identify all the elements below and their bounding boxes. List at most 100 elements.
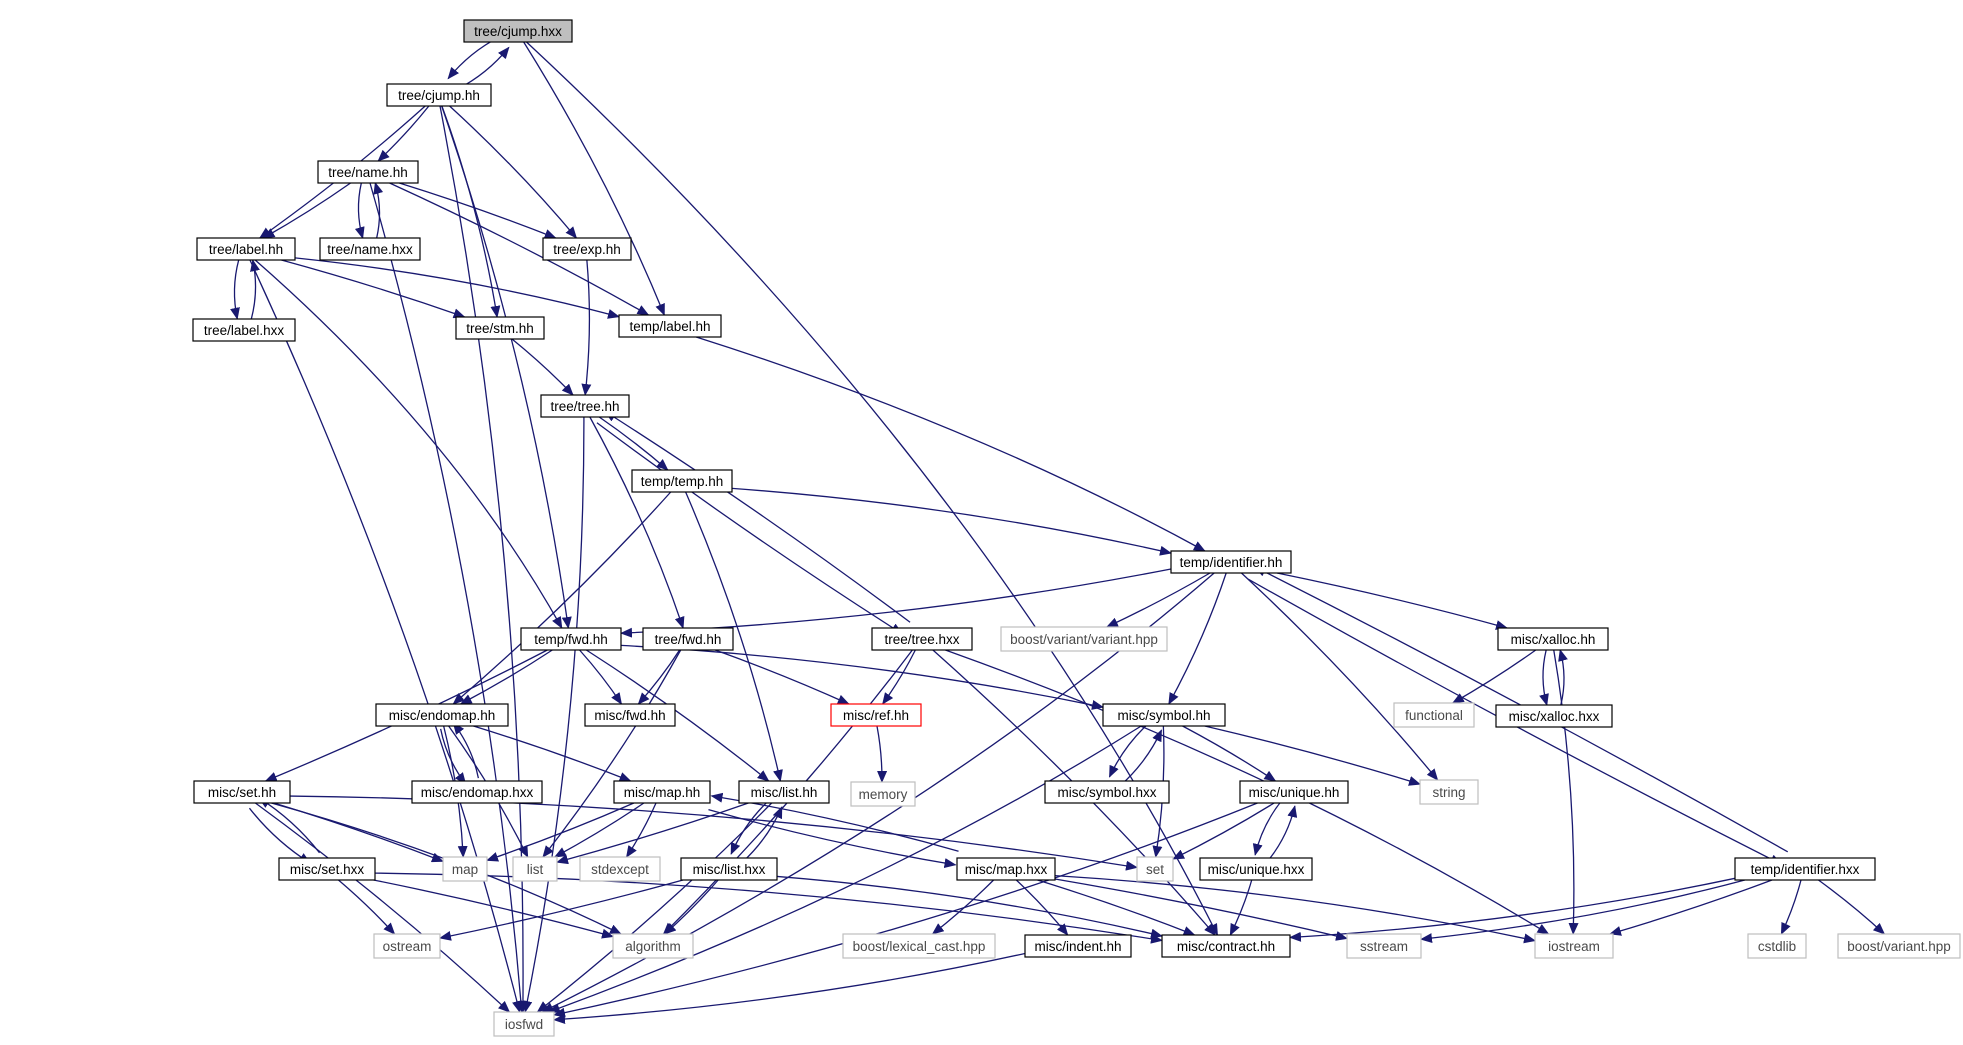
node-misc-contract-hh[interactable]: misc/contract.hh <box>1161 934 1291 958</box>
node-functional: functional <box>1393 702 1475 728</box>
node-misc-ref-hh[interactable]: misc/ref.hh <box>830 703 922 727</box>
edge-n_xalloc_hh-to-n_iostream <box>1553 649 1579 935</box>
node-label: temp/identifier.hh <box>1180 555 1283 570</box>
node-label: map <box>452 862 478 877</box>
edge-n_unique_hh-to-n_set <box>1172 802 1275 860</box>
node-temp-label-hh[interactable]: temp/label.hh <box>618 314 722 338</box>
node-box <box>192 318 296 342</box>
node-misc-xalloc-hh[interactable]: misc/xalloc.hh <box>1497 627 1609 651</box>
node-tree-name-hxx[interactable]: tree/name.hxx <box>319 237 421 261</box>
node-label: iosfwd <box>505 1017 543 1032</box>
dependency-edge <box>511 338 574 396</box>
node-misc-endomap-hxx[interactable]: misc/endomap.hxx <box>411 780 543 804</box>
edge-n_temp_hh-to-n_ident_hh <box>731 487 1172 556</box>
edge-n_cjump_hh-to-n_tfwd_hh <box>441 105 572 629</box>
node-label: misc/unique.hxx <box>1208 862 1305 877</box>
dependency-edge <box>1780 879 1802 935</box>
edge-n_label_hh-to-n_tlabel_hh <box>294 257 620 319</box>
node-box <box>842 933 996 959</box>
node-label: misc/symbol.hxx <box>1057 785 1156 800</box>
node-misc-symbol-hxx[interactable]: misc/symbol.hxx <box>1044 780 1170 804</box>
dependency-edge <box>338 879 396 935</box>
node-misc-map-hxx[interactable]: misc/map.hxx <box>956 857 1056 881</box>
dependency-edge <box>1252 799 1283 856</box>
edge-n_symbol_hh-to-n_string <box>1204 725 1421 786</box>
edge-n_list_hxx-to-n_ostream <box>439 879 684 941</box>
node-label: misc/set.hxx <box>290 862 365 877</box>
node-tree-label-hxx[interactable]: tree/label.hxx <box>192 318 296 342</box>
node-box <box>317 160 419 184</box>
node-misc-indent-hh[interactable]: misc/indent.hh <box>1024 934 1132 958</box>
edge-layer <box>230 35 1886 1025</box>
edge-n_ident_hxx-to-n_sstream <box>1420 879 1746 944</box>
node-temp-temp-hh[interactable]: temp/temp.hh <box>631 469 733 493</box>
node-label: iostream <box>1548 939 1600 954</box>
node-box <box>738 780 830 804</box>
node-tree-fwd-hh[interactable]: tree/fwd.hh <box>642 627 734 651</box>
node-box <box>463 19 573 43</box>
node-tree-name-hh[interactable]: tree/name.hh <box>317 160 419 184</box>
node-misc-xalloc-hxx[interactable]: misc/xalloc.hxx <box>1495 704 1613 728</box>
node-box <box>196 237 296 261</box>
node-label: misc/endomap.hh <box>389 708 496 723</box>
node-tree-tree-hh[interactable]: tree/tree.hh <box>540 394 630 418</box>
node-label: boost/variant/variant.hpp <box>1010 632 1158 647</box>
edge-n_endomap_hxx-to-n_endomap_hh <box>452 722 480 779</box>
node-map: map <box>442 856 488 882</box>
node-box <box>411 780 543 804</box>
node-misc-map-hh[interactable]: misc/map.hh <box>613 780 711 804</box>
dependency-edge <box>585 649 770 782</box>
node-misc-set-hh[interactable]: misc/set.hh <box>193 780 291 804</box>
edge-n_cjump_hxx-to-n_tlabel_hh <box>523 41 665 316</box>
edge-n_set_hh-to-n_iosfwd <box>254 802 511 1013</box>
edge-n_treefwd_hh-to-n_list <box>542 649 682 858</box>
edge-n_ident_hh-to-n_boostvar <box>1106 572 1211 628</box>
node-ostream: ostream <box>373 933 441 959</box>
dependency-edge <box>447 35 501 80</box>
node-misc-fwd-hh[interactable]: misc/fwd.hh <box>584 703 676 727</box>
node-misc-unique-hh[interactable]: misc/unique.hh <box>1239 780 1349 804</box>
node-tree-exp-hh[interactable]: tree/exp.hh <box>542 237 632 261</box>
node-box <box>319 237 421 261</box>
node-label: misc/endomap.hxx <box>421 785 534 800</box>
node-tree-tree-hxx[interactable]: tree/tree.hxx <box>871 627 973 651</box>
node-misc-set-hxx[interactable]: misc/set.hxx <box>278 857 376 881</box>
node-tree-cjump-hh[interactable]: tree/cjump.hh <box>386 83 492 107</box>
node-boost-variant-hpp: boost/variant.hpp <box>1837 933 1961 959</box>
edge-n_name_hh-to-n_iosfwd <box>369 182 526 1013</box>
dependency-edge <box>459 649 553 705</box>
edge-n_map_hxx-to-n_lexcast <box>931 879 995 935</box>
edge-n_name_hh-to-n_exp_hh <box>399 182 557 239</box>
node-box <box>1044 780 1170 804</box>
dependency-edge <box>1106 572 1211 628</box>
node-layer: tree/cjump.hxx tree/cjump.hh tree/name.hh t… <box>192 19 1961 1037</box>
node-box <box>631 469 733 493</box>
node-label: temp/identifier.hxx <box>1751 862 1860 877</box>
edge-n_map_hh-to-n_map_hxx <box>708 808 957 868</box>
node-box <box>1393 702 1475 728</box>
node-misc-unique-hxx[interactable]: misc/unique.hxx <box>1199 857 1313 881</box>
node-temp-fwd-hh[interactable]: temp/fwd.hh <box>520 627 622 651</box>
dependency-edge <box>553 802 1258 1018</box>
node-label: tree/tree.hxx <box>884 632 959 647</box>
edge-n_map_hh-to-n_list <box>553 802 645 858</box>
dependency-edge <box>1054 874 1536 944</box>
edge-n_unique_hh-to-n_unique_hxx <box>1252 799 1283 856</box>
node-iosfwd: iosfwd <box>493 1011 555 1037</box>
node-misc-symbol-hh[interactable]: misc/symbol.hh <box>1102 703 1226 727</box>
node-misc-endomap-hh[interactable]: misc/endomap.hh <box>375 703 509 727</box>
node-tree-label-hh[interactable]: tree/label.hh <box>196 237 296 261</box>
node-label: tree/cjump.hxx <box>474 24 562 39</box>
node-tree-stm-hh[interactable]: tree/stm.hh <box>455 316 545 340</box>
node-misc-list-hxx[interactable]: misc/list.hxx <box>680 857 778 881</box>
edge-n_unique_hh-to-n_iosfwd <box>553 802 1258 1018</box>
node-label: tree/exp.hh <box>553 242 621 257</box>
dependency-edge <box>1229 879 1253 936</box>
dependency-edge <box>620 568 1172 638</box>
dependency-edge <box>289 795 1138 871</box>
node-temp-identifier-hh[interactable]: temp/identifier.hh <box>1170 550 1292 574</box>
dependency-edge <box>1451 649 1537 704</box>
node-temp-identifier-hxx[interactable]: temp/identifier.hxx <box>1734 857 1876 881</box>
node-tree-cjump-hxx[interactable]: tree/cjump.hxx <box>463 19 573 43</box>
node-misc-list-hh[interactable]: misc/list.hh <box>738 780 830 804</box>
